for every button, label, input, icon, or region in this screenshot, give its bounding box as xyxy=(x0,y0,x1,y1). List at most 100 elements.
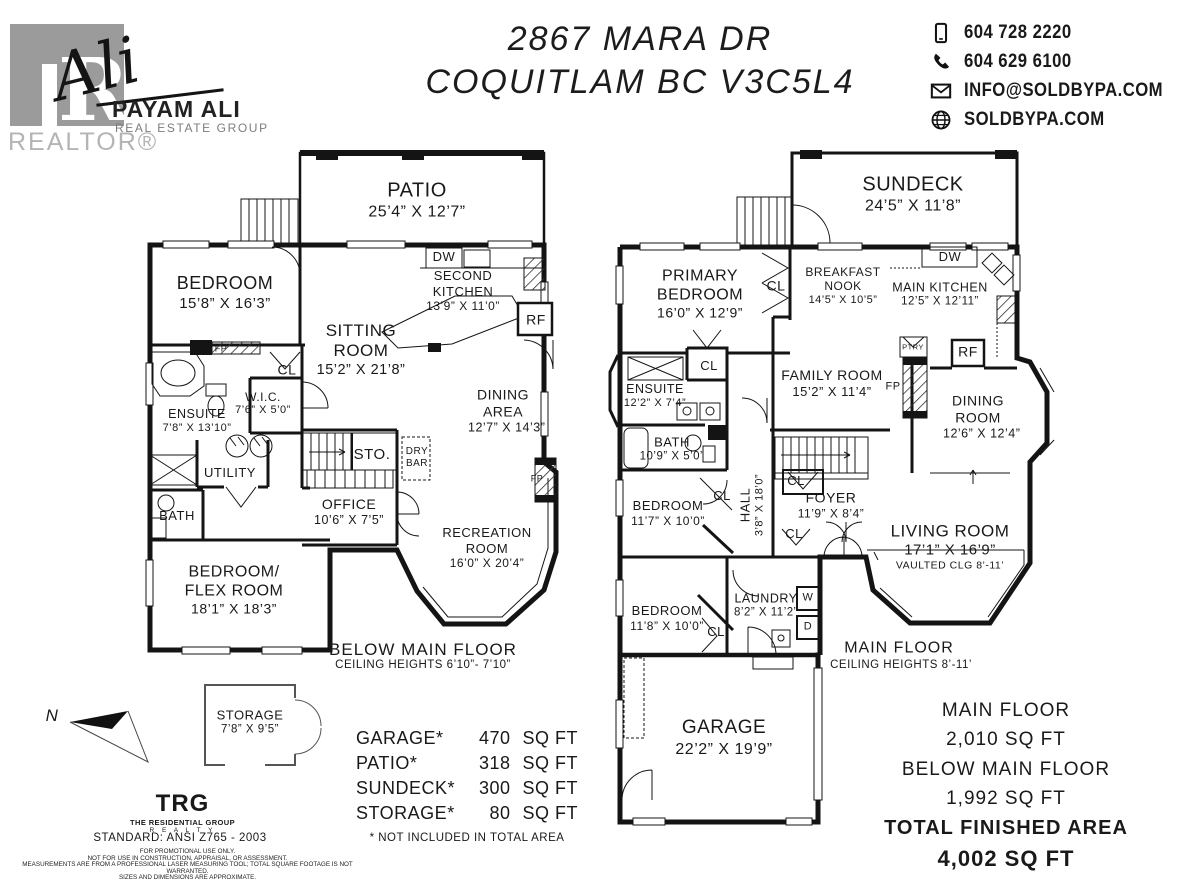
disclaimer-line: MEASUREMENTS ARE FROM A PROFESSIONAL LAS… xyxy=(22,861,353,875)
room-label-recreation-room: RECREATION ROOM 16’0” X 20’4” xyxy=(442,525,532,571)
contact-row: 604 629 6100 xyxy=(930,47,1189,76)
address-line-2: COQUITLAM BC V3C5L4 xyxy=(425,62,855,101)
dryer-icon xyxy=(796,615,821,640)
contact-block: 604 728 2220 604 629 6100 INFO@SOLDBYPA.… xyxy=(930,18,1189,134)
table-row: PATIO* 318 SQ FT xyxy=(356,753,578,773)
room-label-dining-room: DINING ROOM 12’6” X 12’4” xyxy=(943,392,1021,441)
phone-icon xyxy=(934,53,950,69)
trg-logo: TRG THE RESIDENTIAL GROUP R E A L T Y xyxy=(120,792,245,835)
room-label-sitting-room: SITTING ROOM 15’2” X 21’8” xyxy=(316,320,406,378)
agent-group-name: REAL ESTATE GROUP xyxy=(115,121,269,135)
room-label-second-kitchen: SECOND KITCHEN 13’9” X 11’0” xyxy=(426,268,500,314)
closet-label: CL xyxy=(785,526,803,542)
room-label-sundeck: SUNDECK 24’5” X 11’8” xyxy=(862,173,964,215)
room-label-utility: UTILITY xyxy=(204,465,256,481)
fireplace-icon xyxy=(211,341,261,355)
storage-unit-label: STORAGE 7’8” X 9’5” xyxy=(216,707,284,735)
room-label-laundry: LAUNDRY 8’2” X 11’2” xyxy=(734,591,798,619)
closet-label: CL xyxy=(766,277,786,294)
toilet-icon xyxy=(205,383,227,417)
logo-monogram: R xyxy=(58,40,130,141)
address-line-1: 2867 MARA DR xyxy=(507,20,773,58)
sink-icon xyxy=(771,629,791,648)
fridge-label: RF xyxy=(526,311,546,328)
room-label-dining-area: DINING AREA 12’7” X 14’3” xyxy=(468,386,546,435)
room-label-office: OFFICE 10’6” X 7’5” xyxy=(314,496,384,527)
summary-main-floor-label: MAIN FLOOR xyxy=(941,700,1071,721)
globe-icon xyxy=(931,110,951,129)
room-label-primary-bedroom: PRIMARY BEDROOM 16’0” X 12’9” xyxy=(656,267,744,321)
area-table-footnote: * NOT INCLUDED IN TOTAL AREA xyxy=(369,832,565,844)
summary-below-floor-value: 1,992 SQ FT xyxy=(946,788,1066,810)
room-label-wic: W.I.C. 7’6” X 5’0” xyxy=(235,390,291,417)
fireplace-label: FP xyxy=(530,473,544,484)
washer-icon xyxy=(796,586,821,611)
room-label-hall: HALL 3’8” X 18’0” xyxy=(737,473,766,537)
room-label-bedroom: BEDROOM 11’7” X 10’0” xyxy=(631,498,705,528)
washer-label: W xyxy=(802,591,814,604)
trg-line1: THE RESIDENTIAL GROUP xyxy=(130,818,235,827)
closet-label: CL xyxy=(700,358,718,374)
agent-name: PAYAM ALI xyxy=(112,96,241,122)
stairs xyxy=(774,436,869,480)
room-label-breakfast-nook: BREAKFAST NOOK 14’5” X 10’5” xyxy=(805,265,881,306)
room-label-flex-room: BEDROOM/ FLEX ROOM 18’1” X 18’3” xyxy=(184,563,284,617)
room-label-storage-closet: STO. xyxy=(353,446,391,463)
fridge-label: RF xyxy=(958,343,978,360)
main-floor-title: MAIN FLOOR xyxy=(844,639,954,657)
main-floor-plan xyxy=(608,150,1055,826)
contact-mobile: 604 728 2220 xyxy=(964,21,1072,43)
bathtub-icon xyxy=(151,351,205,397)
dishwasher-label: DW xyxy=(938,249,962,265)
door-arc xyxy=(621,769,653,801)
closet-label: CL xyxy=(277,361,297,378)
fireplace-label: FP xyxy=(214,343,228,354)
logo-monogram-bar xyxy=(42,64,57,136)
summary-total-label: TOTAL FINISHED AREA xyxy=(884,816,1128,839)
stairs xyxy=(736,196,793,248)
shower-icon xyxy=(149,454,198,486)
disclaimer-line: FOR PROMOTIONAL USE ONLY. xyxy=(139,848,236,855)
table-row: SUNDECK* 300 SQ FT xyxy=(356,778,578,798)
sink-icon xyxy=(150,494,175,539)
toilet-icon xyxy=(684,434,716,463)
door-arc xyxy=(225,246,420,537)
compass-icon xyxy=(69,710,149,764)
room-label-family-room: FAMILY ROOM 15’2” X 11’4” xyxy=(781,366,883,399)
room-label-bedroom: BEDROOM 15’8” X 16’3” xyxy=(176,273,274,312)
room-label-ensuite: ENSUITE 7’8” X 13’10” xyxy=(162,406,232,434)
below-floor-subtitle: CEILING HEIGHTS 6’10”- 7’10” xyxy=(335,659,511,672)
summary-below-floor-label: BELOW MAIN FLOOR xyxy=(901,758,1111,780)
fireplace-icon xyxy=(534,457,557,503)
room-label-dry-bar: DRY BAR xyxy=(405,446,429,469)
pantry-shelves xyxy=(523,257,546,291)
fridge-icon xyxy=(516,301,554,337)
compass-north-label: N xyxy=(45,705,59,725)
closet-label: CL xyxy=(787,473,805,489)
main-floor-subtitle: CEILING HEIGHTS 8’-11’ xyxy=(830,659,972,672)
below-floor-title: BELOW MAIN FLOOR xyxy=(329,639,517,659)
email-icon xyxy=(930,83,952,98)
contact-row: 604 728 2220 xyxy=(930,18,1189,47)
property-address: 2867 MARA DR COQUITLAM BC V3C5L4 xyxy=(340,18,940,103)
contact-website: SOLDBYPA.COM xyxy=(964,108,1105,130)
below-main-floor-plan xyxy=(145,150,559,655)
dry-bar-counter xyxy=(401,436,431,481)
room-label-foyer: FOYER 11’9” X 8’4” xyxy=(797,489,865,521)
room-label-bath: BATH 10’9” X 5’0” xyxy=(639,434,705,462)
bathtub-icon xyxy=(623,427,649,469)
door-arc xyxy=(523,339,554,370)
disclaimer-block: FOR PROMOTIONAL USE ONLY. NOT FOR USE IN… xyxy=(15,848,360,882)
area-table: GARAGE* 470 SQ FT PATIO* 318 SQ FT SUNDE… xyxy=(356,726,578,844)
washer-dryer-icon xyxy=(225,434,273,458)
mobile-icon xyxy=(934,22,948,43)
room-label-main-kitchen: MAIN KITCHEN 12’5” X 12’11” xyxy=(892,280,988,308)
table-row: STORAGE* 80 SQ FT xyxy=(356,803,578,823)
storage-unit-outline xyxy=(204,684,322,768)
contact-row: INFO@SOLDBYPA.COM xyxy=(930,76,1189,105)
fridge-icon xyxy=(950,338,986,368)
contact-phone: 604 629 6100 xyxy=(964,50,1072,72)
door-arc xyxy=(702,397,863,597)
